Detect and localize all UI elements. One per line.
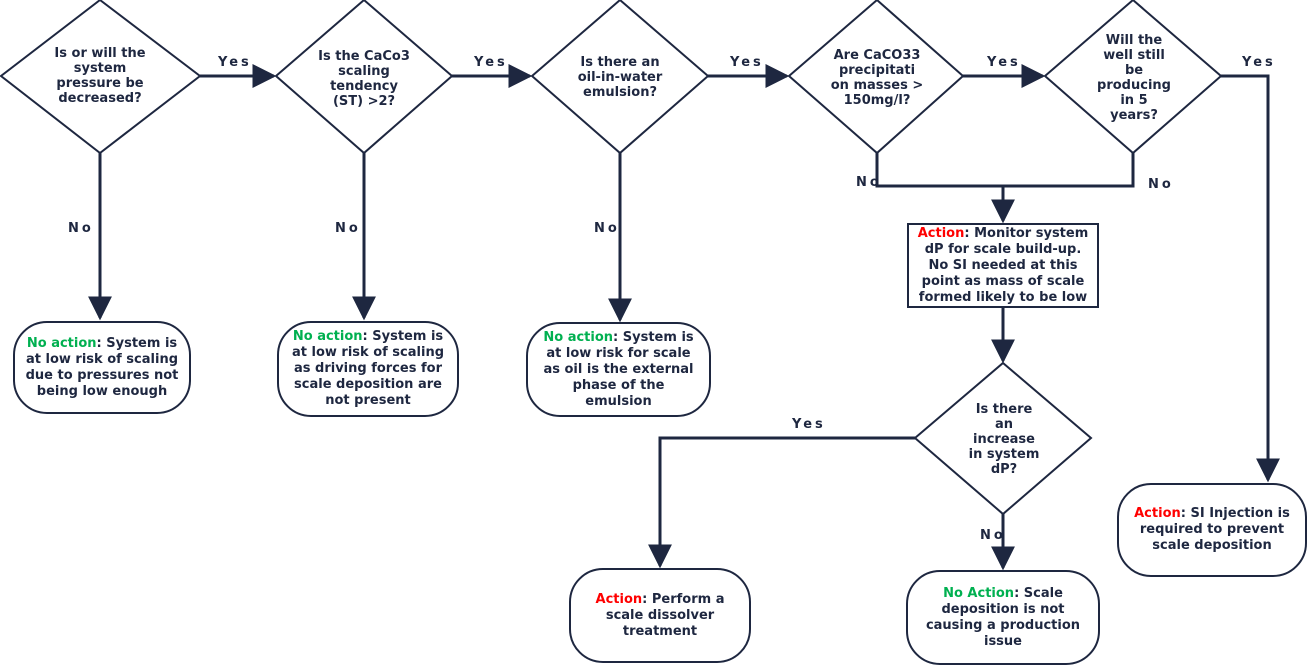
label-yes-d4: Yes: [987, 55, 1021, 70]
outcome-sep-2: :: [362, 329, 368, 344]
label-no-d6: No: [980, 528, 1006, 543]
outcome-sep-7: :: [1014, 585, 1020, 601]
outcome-body-2: System is at low risk of scaling as driv…: [291, 329, 444, 408]
label-yes-d3: Yes: [730, 55, 764, 70]
decision-text-6: Is there an increase in system dP?: [968, 401, 1040, 477]
outcome-sep-4: :: [964, 225, 970, 241]
outcome-body-7: Scale deposition is not causing a produc…: [925, 585, 1081, 649]
decision-text-2: Is the CaCo3 scaling tendency (ST) >2?: [318, 49, 410, 109]
outcome-box-4: Action: Monitor system dP for scale buil…: [907, 223, 1099, 308]
outcome-text-3: No action: System is at low risk for sca…: [538, 330, 699, 410]
label-yes-d5: Yes: [1242, 55, 1276, 70]
outcome-prefix-5: Action: [1134, 506, 1181, 521]
decision-text-4: Are CaCO33 precipitati on masses > 150mg…: [830, 48, 924, 108]
outcome-prefix-6: Action: [595, 591, 643, 607]
edge-d6-o6: [648, 436, 915, 569]
decision-text-5: Will the well still be producing in 5 ye…: [1097, 33, 1171, 123]
label-yes-d1: Yes: [218, 55, 252, 70]
outcome-text-6: Action: Perform a scale dissolver treatm…: [581, 592, 739, 640]
outcome-text-4: Action: Monitor system dP for scale buil…: [915, 226, 1091, 306]
edge-d5-o5: [1221, 74, 1280, 483]
label-yes-d6: Yes: [792, 417, 826, 432]
label-no-d3: No: [594, 221, 620, 236]
outcome-body-1: System is at low risk of scaling due to …: [25, 335, 179, 399]
outcome-box-7: No Action: Scale deposition is not causi…: [906, 570, 1100, 665]
outcome-sep-3: :: [613, 329, 619, 345]
label-no-d1: No: [68, 221, 94, 236]
outcome-sep-5: :: [1180, 506, 1186, 521]
label-no-d4: No: [856, 175, 882, 190]
outcome-box-2: No action: System is at low risk of scal…: [277, 321, 459, 417]
outcome-text-2: No action: System is at low risk of scal…: [289, 329, 447, 409]
outcome-prefix-4: Action: [917, 225, 965, 241]
edge-d4-merge: [875, 153, 1135, 188]
label-no-d2: No: [335, 221, 361, 236]
label-no-d5: No: [1148, 177, 1174, 192]
outcome-box-1: No action: System is at low risk of scal…: [13, 321, 191, 414]
outcome-body-3: System is at low risk for scale as oil i…: [543, 329, 694, 409]
outcome-sep-1: :: [96, 335, 102, 351]
outcome-prefix-3: No action: [543, 329, 614, 345]
outcome-prefix-2: No action: [292, 329, 363, 344]
outcome-text-1: No action: System is at low risk of scal…: [25, 336, 179, 400]
outcome-prefix-7: No Action: [943, 585, 1015, 601]
outcome-prefix-1: No action: [26, 335, 97, 351]
label-yes-d2: Yes: [474, 55, 508, 70]
decision-text-3: Is there an oil-in-water emulsion?: [577, 54, 663, 100]
outcome-text-5: Action: SI Injection is required to prev…: [1129, 506, 1295, 554]
outcome-body-4: Monitor system dP for scale build-up. No…: [918, 225, 1089, 305]
outcome-box-5: Action: SI Injection is required to prev…: [1117, 483, 1307, 577]
outcome-box-6: Action: Perform a scale dissolver treatm…: [569, 568, 751, 663]
outcome-body-5: SI Injection is required to prevent scal…: [1139, 506, 1290, 553]
outcome-body-6: Perform a scale dissolver treatment: [605, 591, 725, 639]
decision-text-1: Is or will the system pressure be decrea…: [54, 46, 146, 106]
outcome-sep-6: :: [642, 591, 648, 607]
outcome-box-3: No action: System is at low risk for sca…: [526, 322, 711, 417]
outcome-text-7: No Action: Scale deposition is not causi…: [918, 586, 1088, 650]
